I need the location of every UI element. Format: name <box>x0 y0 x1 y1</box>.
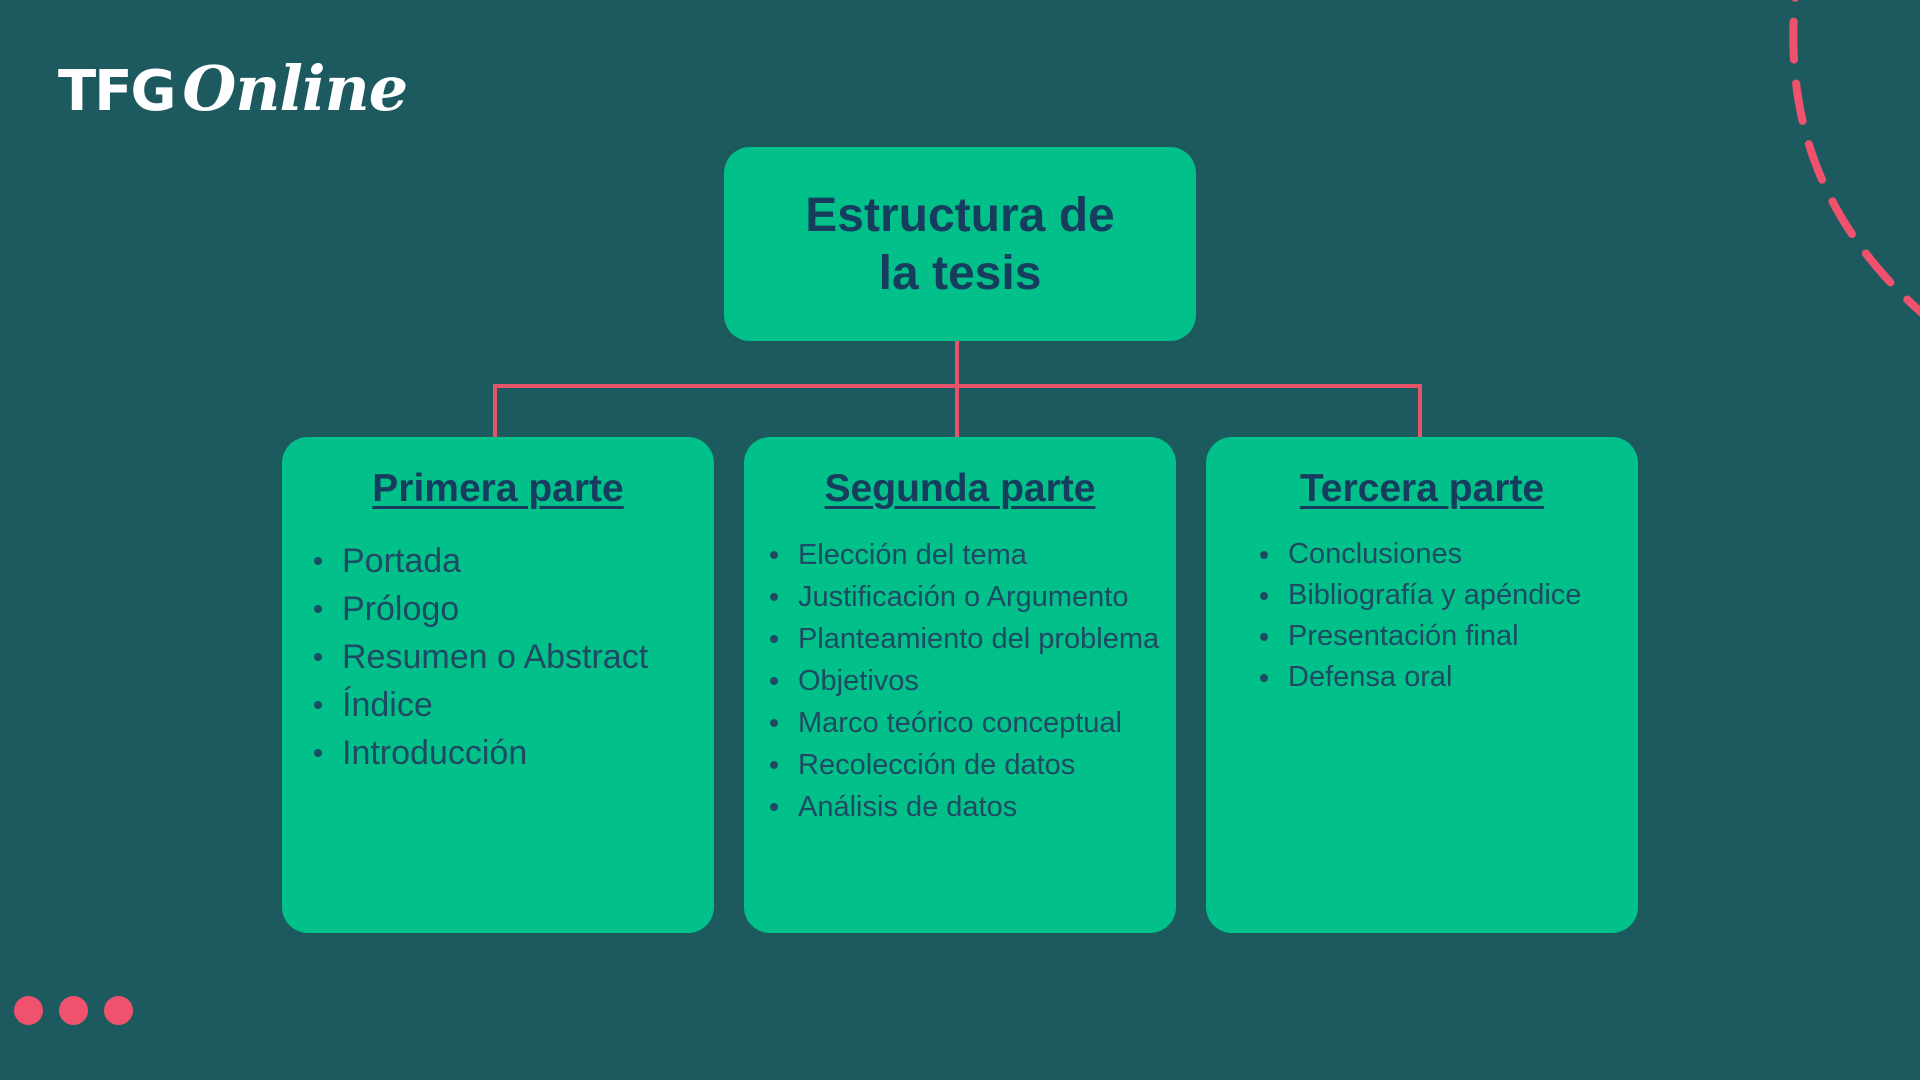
list-item: Introducción <box>312 729 702 777</box>
dot-icon <box>104 996 133 1025</box>
column-title: Segunda parte <box>824 467 1096 510</box>
column-title: Tercera parte <box>1299 467 1545 510</box>
column-list: Conclusiones Bibliografía y apéndice Pre… <box>1258 534 1628 698</box>
list-item: Análisis de datos <box>768 786 1168 828</box>
list-item: Bibliografía y apéndice <box>1258 575 1628 616</box>
logo-tfg-text: TFG <box>58 59 176 124</box>
logo-online-text: Online <box>182 52 408 125</box>
decorative-dots <box>14 996 133 1025</box>
column-title: Primera parte <box>372 467 624 510</box>
list-item: Presentación final <box>1258 616 1628 657</box>
logo: TFG Online <box>58 52 408 132</box>
root-title: Estructura de la tesis <box>805 189 1115 300</box>
list-item: Portada <box>312 537 702 585</box>
list-item: Defensa oral <box>1258 657 1628 698</box>
list-item: Conclusiones <box>1258 534 1628 575</box>
list-item: Prólogo <box>312 585 702 633</box>
dot-icon <box>14 996 43 1025</box>
column-list: Portada Prólogo Resumen o Abstract Índic… <box>312 537 702 777</box>
column-list: Elección del tema Justificación o Argume… <box>768 534 1168 828</box>
list-item: Resumen o Abstract <box>312 633 702 681</box>
list-item: Índice <box>312 681 702 729</box>
dot-icon <box>59 996 88 1025</box>
column-segunda-parte: Segunda parte Elección del tema Justific… <box>744 437 1176 933</box>
list-item: Elección del tema <box>768 534 1168 576</box>
list-item: Marco teórico conceptual <box>768 702 1168 744</box>
list-item: Recolección de datos <box>768 744 1168 786</box>
column-primera-parte: Primera parte Portada Prólogo Resumen o … <box>282 437 714 933</box>
list-item: Planteamiento del problema <box>768 618 1168 660</box>
column-tercera-parte: Tercera parte Conclusiones Bibliografía … <box>1206 437 1638 933</box>
list-item: Justificación o Argumento <box>768 576 1168 618</box>
root-node: Estructura de la tesis <box>724 147 1196 341</box>
list-item: Objetivos <box>768 660 1168 702</box>
